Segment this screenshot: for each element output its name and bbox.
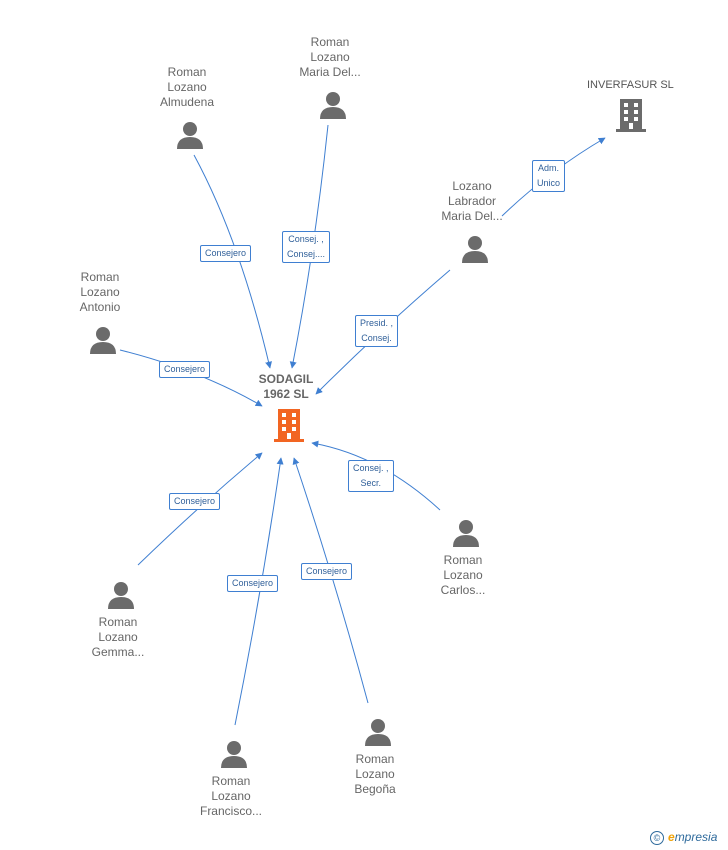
person-icon[interactable] bbox=[451, 518, 481, 548]
person-labrador[interactable]: Lozano Labrador Maria Del... bbox=[441, 179, 503, 223]
center-company-name[interactable]: SODAGIL 1962 SL bbox=[258, 372, 314, 401]
person-icon[interactable] bbox=[175, 120, 205, 150]
person-almudena[interactable]: Roman Lozano Almudena bbox=[159, 65, 215, 109]
empresia-watermark: © empresia bbox=[650, 830, 717, 845]
edge-label-begona: Consejero bbox=[301, 563, 353, 580]
edges bbox=[119, 124, 606, 726]
person-icon[interactable] bbox=[88, 325, 118, 355]
edge-label-gemma: Consejero bbox=[169, 493, 221, 510]
person-francisco[interactable]: Roman Lozano Francisco... bbox=[199, 774, 262, 818]
person-icon[interactable] bbox=[363, 717, 393, 747]
edge-label-carlos: Consej. , Secr. bbox=[348, 460, 394, 492]
edge-label-maria-del-roman: Consej. , Consej.... bbox=[282, 231, 331, 263]
copyright-icon: © bbox=[650, 831, 664, 845]
edge-begona bbox=[292, 457, 369, 704]
brand-rest: mpresia bbox=[674, 830, 718, 844]
person-antonio[interactable]: Roman Lozano Antonio bbox=[79, 270, 121, 314]
person-icon[interactable] bbox=[219, 739, 249, 769]
person-carlos[interactable]: Roman Lozano Carlos... bbox=[440, 553, 486, 597]
edge-label-francisco: Consejero bbox=[227, 575, 279, 592]
edge-antonio bbox=[119, 349, 263, 407]
edge-label-labrador-company: Adm. Unico bbox=[532, 160, 566, 192]
person-icon[interactable] bbox=[318, 90, 348, 120]
person-icon[interactable] bbox=[460, 234, 490, 264]
building-icon[interactable] bbox=[273, 407, 305, 443]
building-icon[interactable] bbox=[615, 97, 647, 133]
person-begona[interactable]: Roman Lozano Begoña bbox=[354, 752, 396, 796]
person-icon[interactable] bbox=[106, 580, 136, 610]
company-inverfasur-name[interactable]: INVERFASUR SL bbox=[587, 79, 674, 91]
person-maria-del-roman[interactable]: Roman Lozano Maria Del... bbox=[299, 35, 361, 79]
edge-label-almudena: Consejero bbox=[200, 245, 252, 262]
person-gemma[interactable]: Roman Lozano Gemma... bbox=[91, 615, 145, 659]
edge-label-antonio: Consejero bbox=[159, 361, 211, 378]
edge-label-labrador: Presid. , Consej. bbox=[355, 315, 399, 347]
brand-e: e bbox=[668, 830, 675, 844]
